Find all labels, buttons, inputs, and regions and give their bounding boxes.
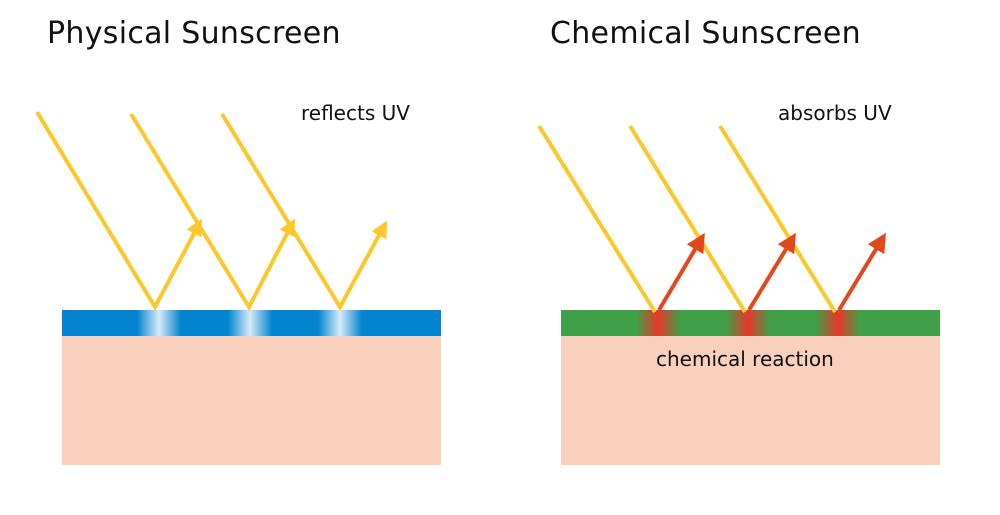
absorbs-uv-label: absorbs UV	[778, 101, 892, 125]
reflection-spot-2	[228, 310, 272, 336]
chemical-sunscreen-title: Chemical Sunscreen	[550, 16, 861, 51]
uv-ray-reflected-2	[129, 112, 295, 312]
uv-ray-reflected-3	[220, 112, 388, 311]
absorption-spot-2	[726, 310, 770, 336]
reflects-uv-label: reflects UV	[301, 101, 410, 125]
uv-ray-absorbed-1	[537, 124, 657, 314]
heat-ray-1	[657, 232, 705, 312]
uv-ray-reflected-1	[35, 110, 202, 312]
uv-ray-absorbed-3	[718, 124, 837, 314]
reflection-spot-3	[318, 310, 362, 336]
uv-ray-absorbed-2	[628, 124, 747, 314]
chemical-reaction-label: chemical reaction	[656, 347, 834, 371]
skin-block-right	[561, 335, 940, 465]
physical-panel: reflects UV	[35, 101, 441, 465]
heat-ray-3	[837, 232, 886, 312]
physical-sunscreen-title: Physical Sunscreen	[47, 16, 341, 51]
absorption-spot-1	[636, 310, 680, 336]
absorption-spot-3	[816, 310, 860, 336]
reflection-spot-1	[137, 310, 181, 336]
heat-ray-2	[747, 232, 796, 312]
skin-block-left	[62, 335, 441, 465]
chemical-panel: absorbs UV chemical reaction	[537, 101, 940, 465]
